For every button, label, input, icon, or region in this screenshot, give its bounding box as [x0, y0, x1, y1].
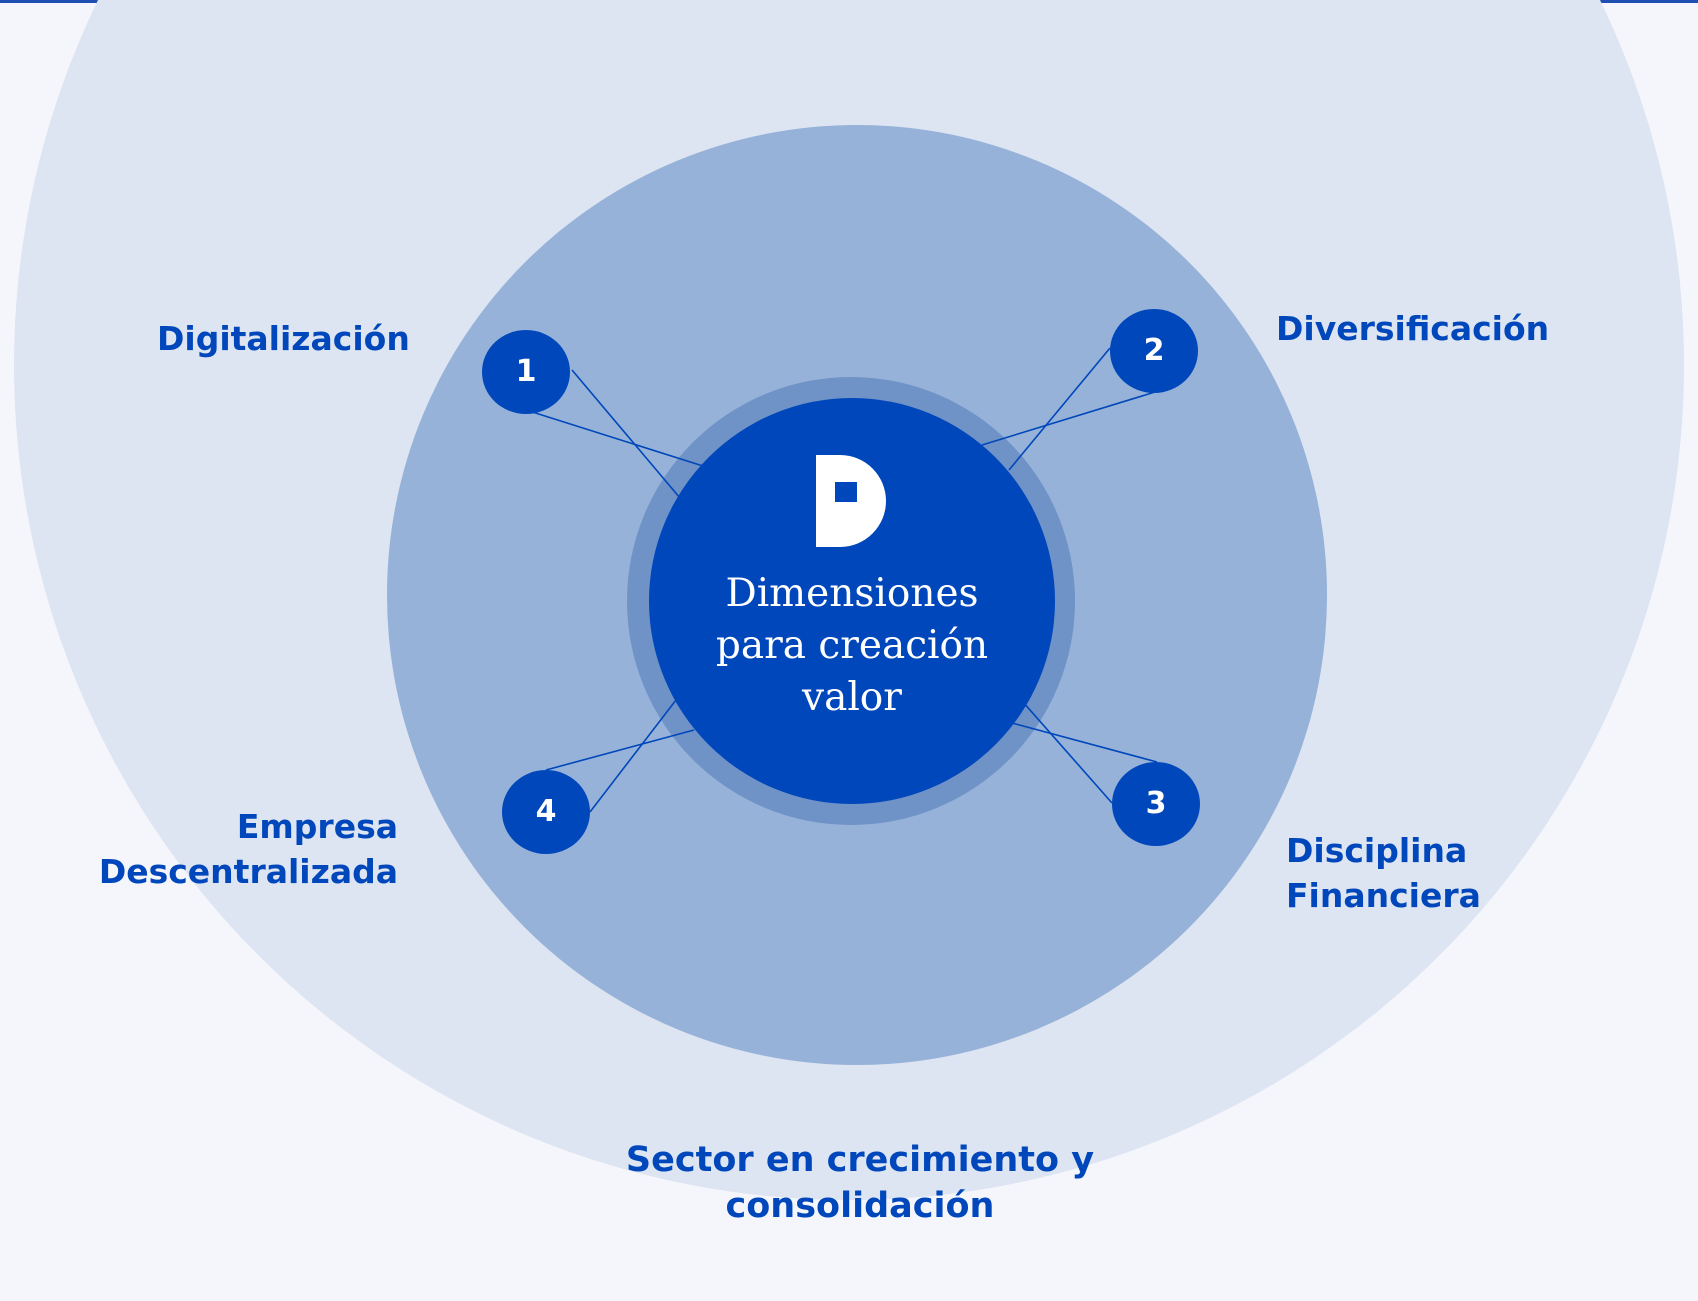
dimension-label-3-line-1: Disciplina	[1286, 831, 1468, 870]
center-title-line-2: para creación	[715, 623, 989, 668]
dimension-label-2-line-1: Diversificación	[1276, 309, 1550, 348]
center-title: Dimensiones para creación valor	[652, 568, 1052, 724]
connector-3a	[1014, 692, 1113, 804]
dimension-label-digitalizacion: Digitalización	[157, 316, 410, 361]
dimension-label-empresa-descentralizada: Empresa Descentralizada	[99, 804, 398, 894]
dimension-badge-4: 4	[502, 770, 590, 854]
connector-1a	[571, 369, 681, 499]
dimension-label-3-line-2: Financiera	[1286, 876, 1481, 915]
dimension-label-4-line-1: Empresa	[236, 807, 398, 846]
dimension-label-disciplina-financiera: Disciplina Financiera	[1286, 828, 1481, 918]
connector-2a	[1008, 347, 1111, 471]
connector-2b	[981, 391, 1156, 446]
dimension-badge-1: 1	[482, 330, 570, 414]
dimension-badge-2: 2	[1110, 309, 1198, 393]
dimension-badge-3: 3	[1112, 762, 1200, 846]
context-label-line-2: consolidación	[725, 1186, 995, 1226]
context-label-sector: Sector en crecimiento y consolidación	[560, 1137, 1160, 1229]
connector-4b	[545, 729, 695, 771]
center-title-line-3: valor	[802, 675, 902, 720]
dimension-label-1-line-1: Digitalización	[157, 319, 410, 358]
dimension-label-diversificacion: Diversificación	[1276, 306, 1549, 351]
connector-1b	[525, 409, 704, 467]
context-label-line-1: Sector en crecimiento y	[625, 1140, 1095, 1180]
center-title-line-1: Dimensiones	[725, 571, 979, 616]
d-logo-icon	[816, 455, 886, 547]
dimension-label-4-line-2: Descentralizada	[98, 852, 398, 891]
connector-3b	[1011, 722, 1158, 763]
connector-4a	[589, 699, 677, 813]
